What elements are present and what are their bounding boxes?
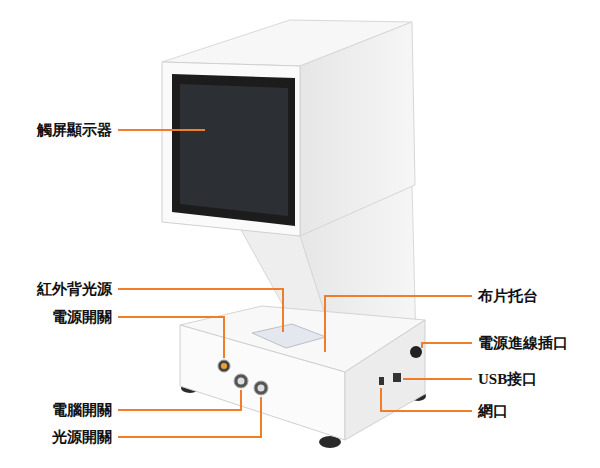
leader-lines: [118, 130, 472, 437]
part-label: 電源進線插口: [478, 334, 568, 352]
head-front: [162, 62, 300, 236]
leader-line: [118, 129, 205, 131]
usb-port: [393, 373, 401, 382]
part-label: 網口: [478, 402, 508, 420]
screen-glass: [180, 84, 288, 216]
leader-line: [118, 390, 241, 410]
switch: [234, 374, 248, 388]
part-label: 紅外背光源: [37, 280, 112, 298]
part-label: USB接口: [478, 370, 537, 388]
part-label: 觸屏顯示器: [37, 121, 112, 139]
leader-line: [381, 388, 472, 411]
switch-button: [258, 385, 265, 392]
leader-line: [422, 343, 472, 348]
leader-line: [403, 378, 472, 380]
leader-line: [118, 397, 261, 437]
part-label: 光源開關: [52, 428, 112, 446]
leader-line: [325, 296, 472, 352]
part-label: 布片托台: [478, 287, 538, 305]
touch-screen: [172, 74, 295, 226]
part-label: 電源開關: [52, 308, 112, 326]
power-socket: [410, 346, 422, 358]
switch: [254, 381, 268, 395]
switch: [218, 360, 230, 372]
leader-line: [118, 289, 283, 332]
leader-line: [118, 317, 224, 358]
head-side: [300, 22, 415, 236]
part-label: 電腦開關: [52, 401, 112, 419]
switch-button: [238, 378, 245, 385]
backlight-panel: [252, 324, 326, 348]
network-port: [379, 377, 384, 385]
switch-light: [221, 363, 227, 369]
base-front: [180, 325, 345, 440]
